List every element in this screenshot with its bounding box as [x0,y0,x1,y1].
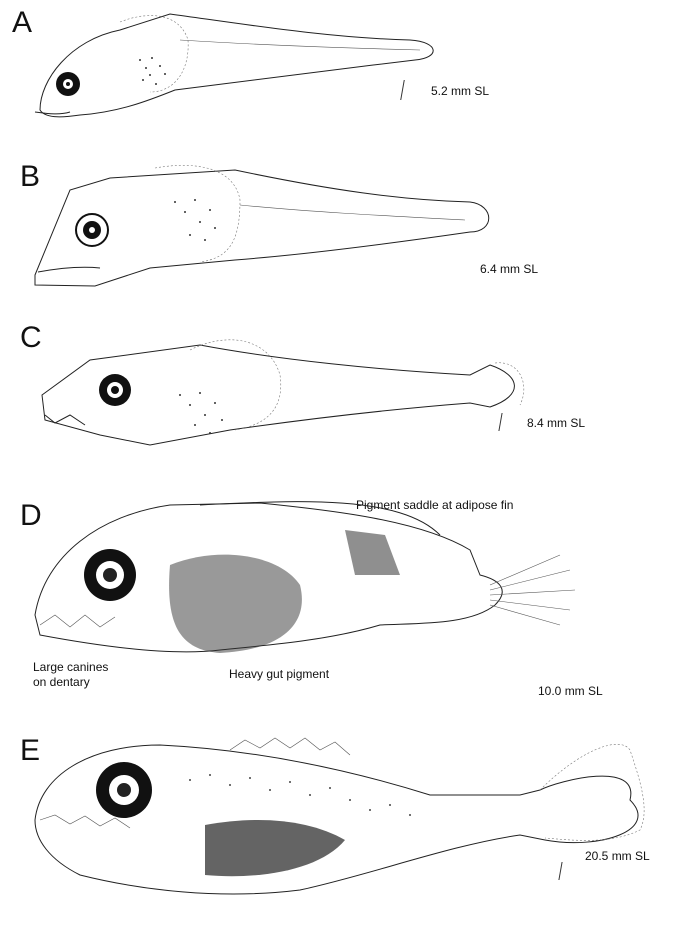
size-label-b: 6.4 mm SL [480,262,539,276]
larva-c-drawing [41,339,525,446]
panel-letter-a: A [12,6,33,39]
annotation-pigment-saddle: Pigment saddle at adipose fin [356,498,514,512]
larva-e-drawing [34,737,645,895]
artist-signature-c [498,413,517,431]
annotation-gut-pigment: Heavy gut pigment [229,667,330,681]
panel-letter-c: C [20,321,42,354]
panel-e: E 20.5 mm SL [0,720,700,933]
size-label-e: 20.5 mm SL [585,849,650,863]
annotation-canines-line1: Large canines [33,660,109,674]
artist-signature-e [558,862,577,880]
larva-a-drawing [34,13,434,118]
size-label-c: 8.4 mm SL [527,416,586,430]
panel-c: C 8.4 mm SL [0,315,700,475]
panel-d: D Pigment saddle at adipose fin Large ca… [0,475,700,720]
larva-d-drawing [34,501,576,653]
size-label-a: 5.2 mm SL [431,84,490,98]
panel-b: B 6.4 mm SL [0,150,700,315]
artist-signature-a [400,80,421,100]
panel-letter-e: E [20,734,41,767]
panel-letter-b: B [20,160,41,193]
larva-b-drawing [34,165,490,287]
panel-letter-d: D [20,499,42,532]
annotation-canines-line2: on dentary [33,675,90,689]
panel-a: A 5.2 mm SL [0,0,700,150]
annotation-canines: Large canines on dentary [33,660,108,690]
size-label-d: 10.0 mm SL [538,684,603,698]
